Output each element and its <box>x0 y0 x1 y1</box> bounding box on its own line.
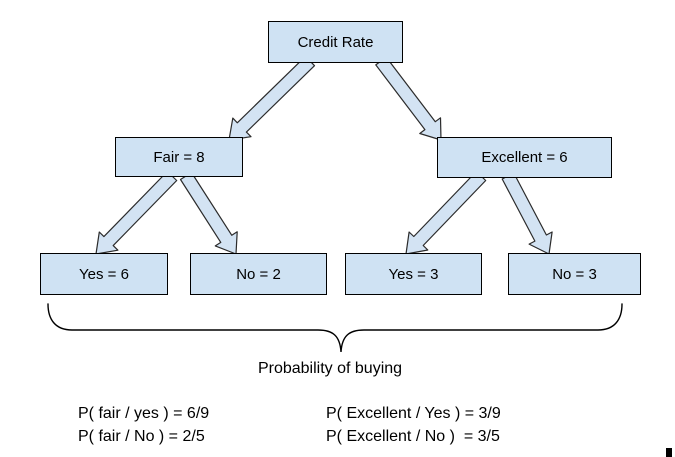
arrow-root-to-excellent <box>375 56 442 141</box>
arrow-fair-to-no <box>179 171 238 255</box>
node-fair-no: No = 2 <box>190 253 327 295</box>
node-excellent-yes: Yes = 3 <box>345 253 482 295</box>
underbrace <box>47 303 623 353</box>
prob-line-fair-no: P( fair / No ) = 2/5 <box>78 428 205 445</box>
node-excellent: Excellent = 6 <box>437 137 612 178</box>
node-fair-yes: Yes = 6 <box>40 253 168 295</box>
arrow-fair-to-yes <box>95 170 178 255</box>
prob-line-excellent-yes: P( Excellent / Yes ) = 3/9 <box>326 405 501 422</box>
arrow-root-to-fair <box>228 55 316 141</box>
probability-block-excellent: P( Excellent / Yes ) = 3/9 P( Excellent … <box>326 402 501 448</box>
node-fair: Fair = 8 <box>115 137 243 177</box>
node-excellent-no: No = 3 <box>508 253 641 295</box>
node-credit-rate: Credit Rate <box>268 21 403 63</box>
prob-line-fair-yes: P( fair / yes ) = 6/9 <box>78 405 210 422</box>
cursor-artifact <box>666 448 672 457</box>
probability-block-fair: P( fair / yes ) = 6/9 P( fair / No ) = 2… <box>78 402 209 448</box>
arrow-excellent-to-yes <box>405 170 487 255</box>
brace-caption: Probability of buying <box>257 360 403 377</box>
prob-line-excellent-no: P( Excellent / No ) = 3/5 <box>326 428 500 445</box>
arrow-excellent-to-no <box>501 172 553 255</box>
